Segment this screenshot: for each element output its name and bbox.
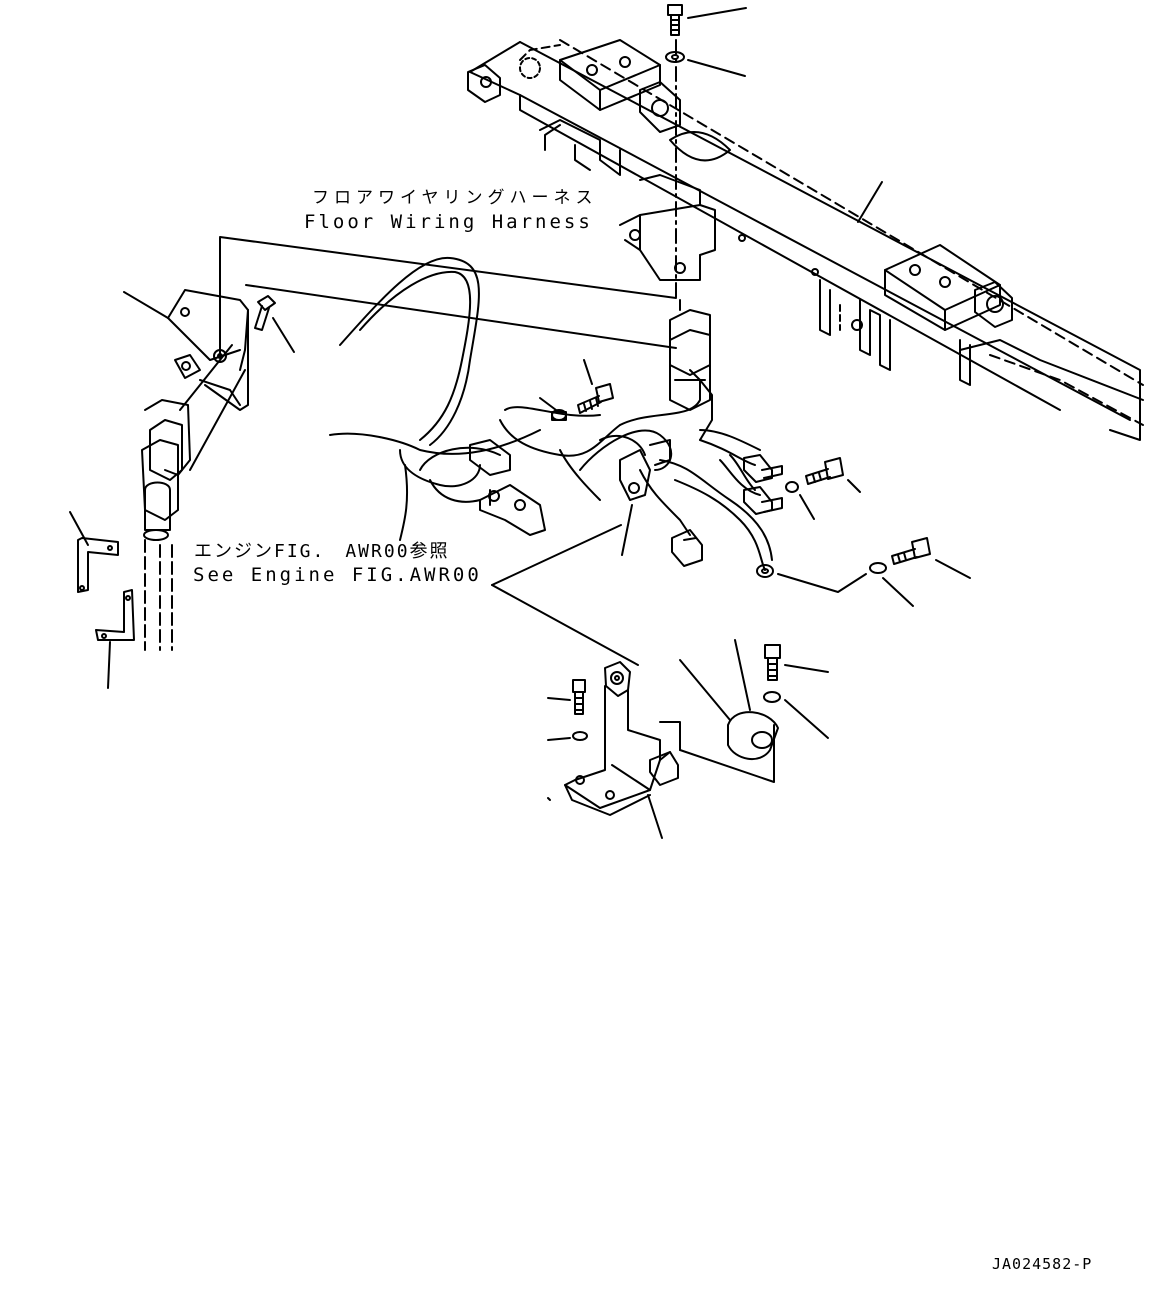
center-bolt (577, 359, 614, 414)
engine-reference-label-jp: エンジンFIG. AWR00参照 (194, 541, 450, 562)
left-bracket (123, 289, 249, 411)
right-bolt-upper (785, 457, 861, 520)
harness-connector (669, 299, 711, 411)
lower-right-bolt (763, 644, 829, 739)
wiring-harness (329, 256, 773, 571)
harness-plug (671, 529, 703, 567)
right-bolt-lower (869, 537, 971, 607)
harness-clip (469, 439, 546, 536)
cable-clamp (619, 439, 671, 556)
leader-harness (219, 236, 677, 299)
drawing-number: JA024582-P (992, 1255, 1093, 1273)
floor-harness-label-en: Floor Wiring Harness (304, 211, 593, 233)
leader-engine-2 (491, 584, 639, 666)
cushion (679, 639, 779, 760)
l-plate-upper (69, 511, 119, 593)
floor-harness-label-jp: フロアワイヤリングハーネス (312, 188, 598, 208)
center-nut (539, 397, 567, 421)
ring-terminal (756, 564, 867, 593)
leader-engine (491, 524, 622, 586)
frame-rail (467, 39, 1144, 441)
leader-harness-2 (245, 284, 677, 349)
engine-reference-label-en: See Engine FIG.AWR00 (193, 564, 482, 586)
leader-frame (857, 181, 883, 223)
engine-connector (141, 344, 246, 651)
right-connectors (743, 454, 783, 515)
lower-left-bolt (547, 679, 588, 801)
left-bolt (219, 237, 295, 358)
top-bolt (665, 4, 747, 301)
l-plate-lower (95, 589, 135, 689)
lower-bracket (564, 661, 775, 839)
